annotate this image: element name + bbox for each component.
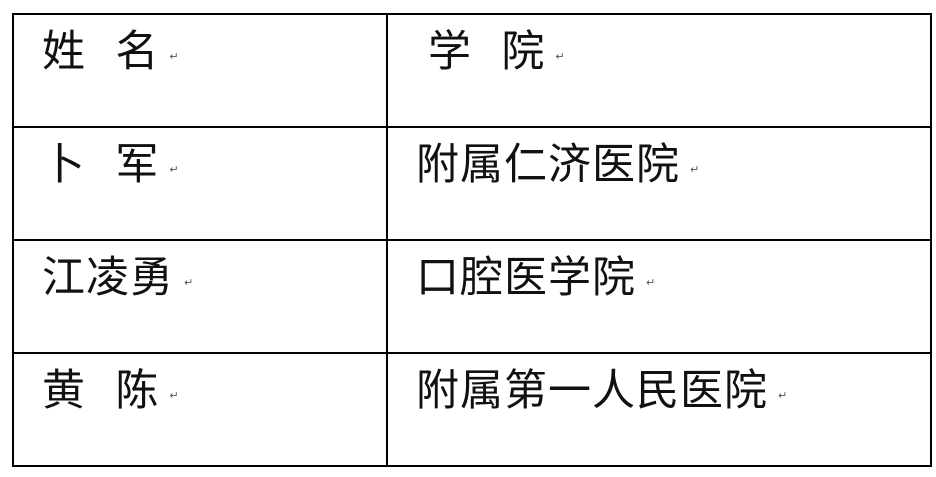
paragraph-mark-icon: ↵ bbox=[646, 276, 656, 289]
paragraph-mark-icon: ↵ bbox=[169, 50, 179, 63]
paragraph-mark-icon: ↵ bbox=[555, 50, 565, 63]
college-text: 附属第一人民医院 bbox=[416, 366, 768, 416]
name-text: 黄 陈 bbox=[42, 366, 160, 416]
header-cell-college: 学 院 ↵ bbox=[386, 13, 932, 128]
cell-name: 黄 陈 ↵ bbox=[12, 352, 388, 467]
paragraph-mark-icon: ↵ bbox=[184, 276, 194, 289]
table-row: 卜 军 ↵ 附属仁济医院 ↵ bbox=[12, 126, 932, 241]
cell-name: 卜 军 ↵ bbox=[12, 126, 388, 241]
cell-college: 口腔医学院 ↵ bbox=[386, 239, 932, 354]
table-header-row: 姓 名 ↵ 学 院 ↵ bbox=[12, 13, 932, 128]
cell-name: 江凌勇 ↵ bbox=[12, 239, 388, 354]
college-text: 口腔医学院 bbox=[416, 253, 636, 303]
college-text: 附属仁济医院 bbox=[416, 140, 680, 190]
name-text: 江凌勇 bbox=[42, 253, 174, 303]
paragraph-mark-icon: ↵ bbox=[169, 389, 179, 402]
name-text: 卜 军 bbox=[42, 140, 160, 190]
header-cell-name: 姓 名 ↵ bbox=[12, 13, 388, 128]
table-row: 黄 陈 ↵ 附属第一人民医院 ↵ bbox=[12, 352, 932, 467]
name-college-table: 姓 名 ↵ 学 院 ↵ 卜 军 ↵ 附属仁济医院 ↵ 江凌勇 ↵ 口腔医学院 ↵ bbox=[12, 13, 932, 467]
paragraph-mark-icon: ↵ bbox=[690, 163, 700, 176]
cell-college: 附属仁济医院 ↵ bbox=[386, 126, 932, 241]
header-college-text: 学 院 bbox=[428, 27, 546, 77]
paragraph-mark-icon: ↵ bbox=[169, 163, 179, 176]
paragraph-mark-icon: ↵ bbox=[778, 389, 788, 402]
header-name-text: 姓 名 bbox=[42, 27, 160, 77]
table-row: 江凌勇 ↵ 口腔医学院 ↵ bbox=[12, 239, 932, 354]
cell-college: 附属第一人民医院 ↵ bbox=[386, 352, 932, 467]
